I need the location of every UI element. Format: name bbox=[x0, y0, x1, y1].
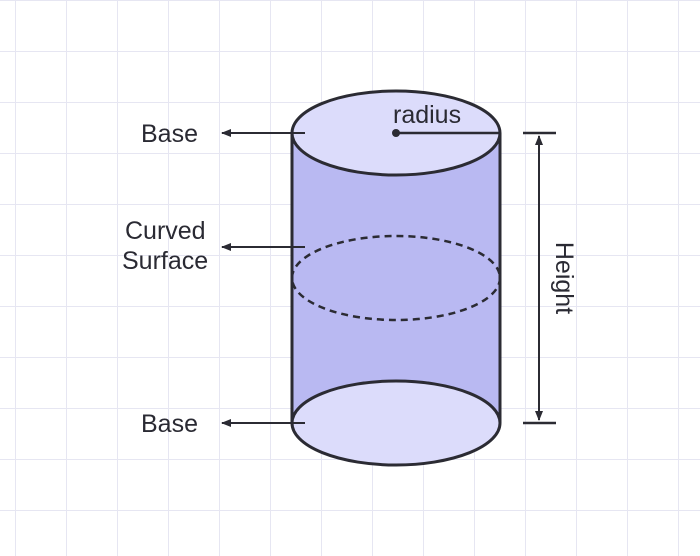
height-label: Height bbox=[550, 242, 578, 314]
radius-label: radius bbox=[393, 101, 461, 129]
curved-surface-label-line1: Curved bbox=[125, 217, 206, 245]
cylinder-body bbox=[292, 133, 500, 465]
center-point bbox=[392, 129, 400, 137]
curved-surface-label-line2: Surface bbox=[122, 247, 208, 275]
base-bottom-label: Base bbox=[141, 410, 198, 438]
cross-section-dashed-ellipse bbox=[290, 234, 502, 322]
bottom-base-ellipse bbox=[290, 379, 502, 467]
base-top-label: Base bbox=[141, 120, 198, 148]
